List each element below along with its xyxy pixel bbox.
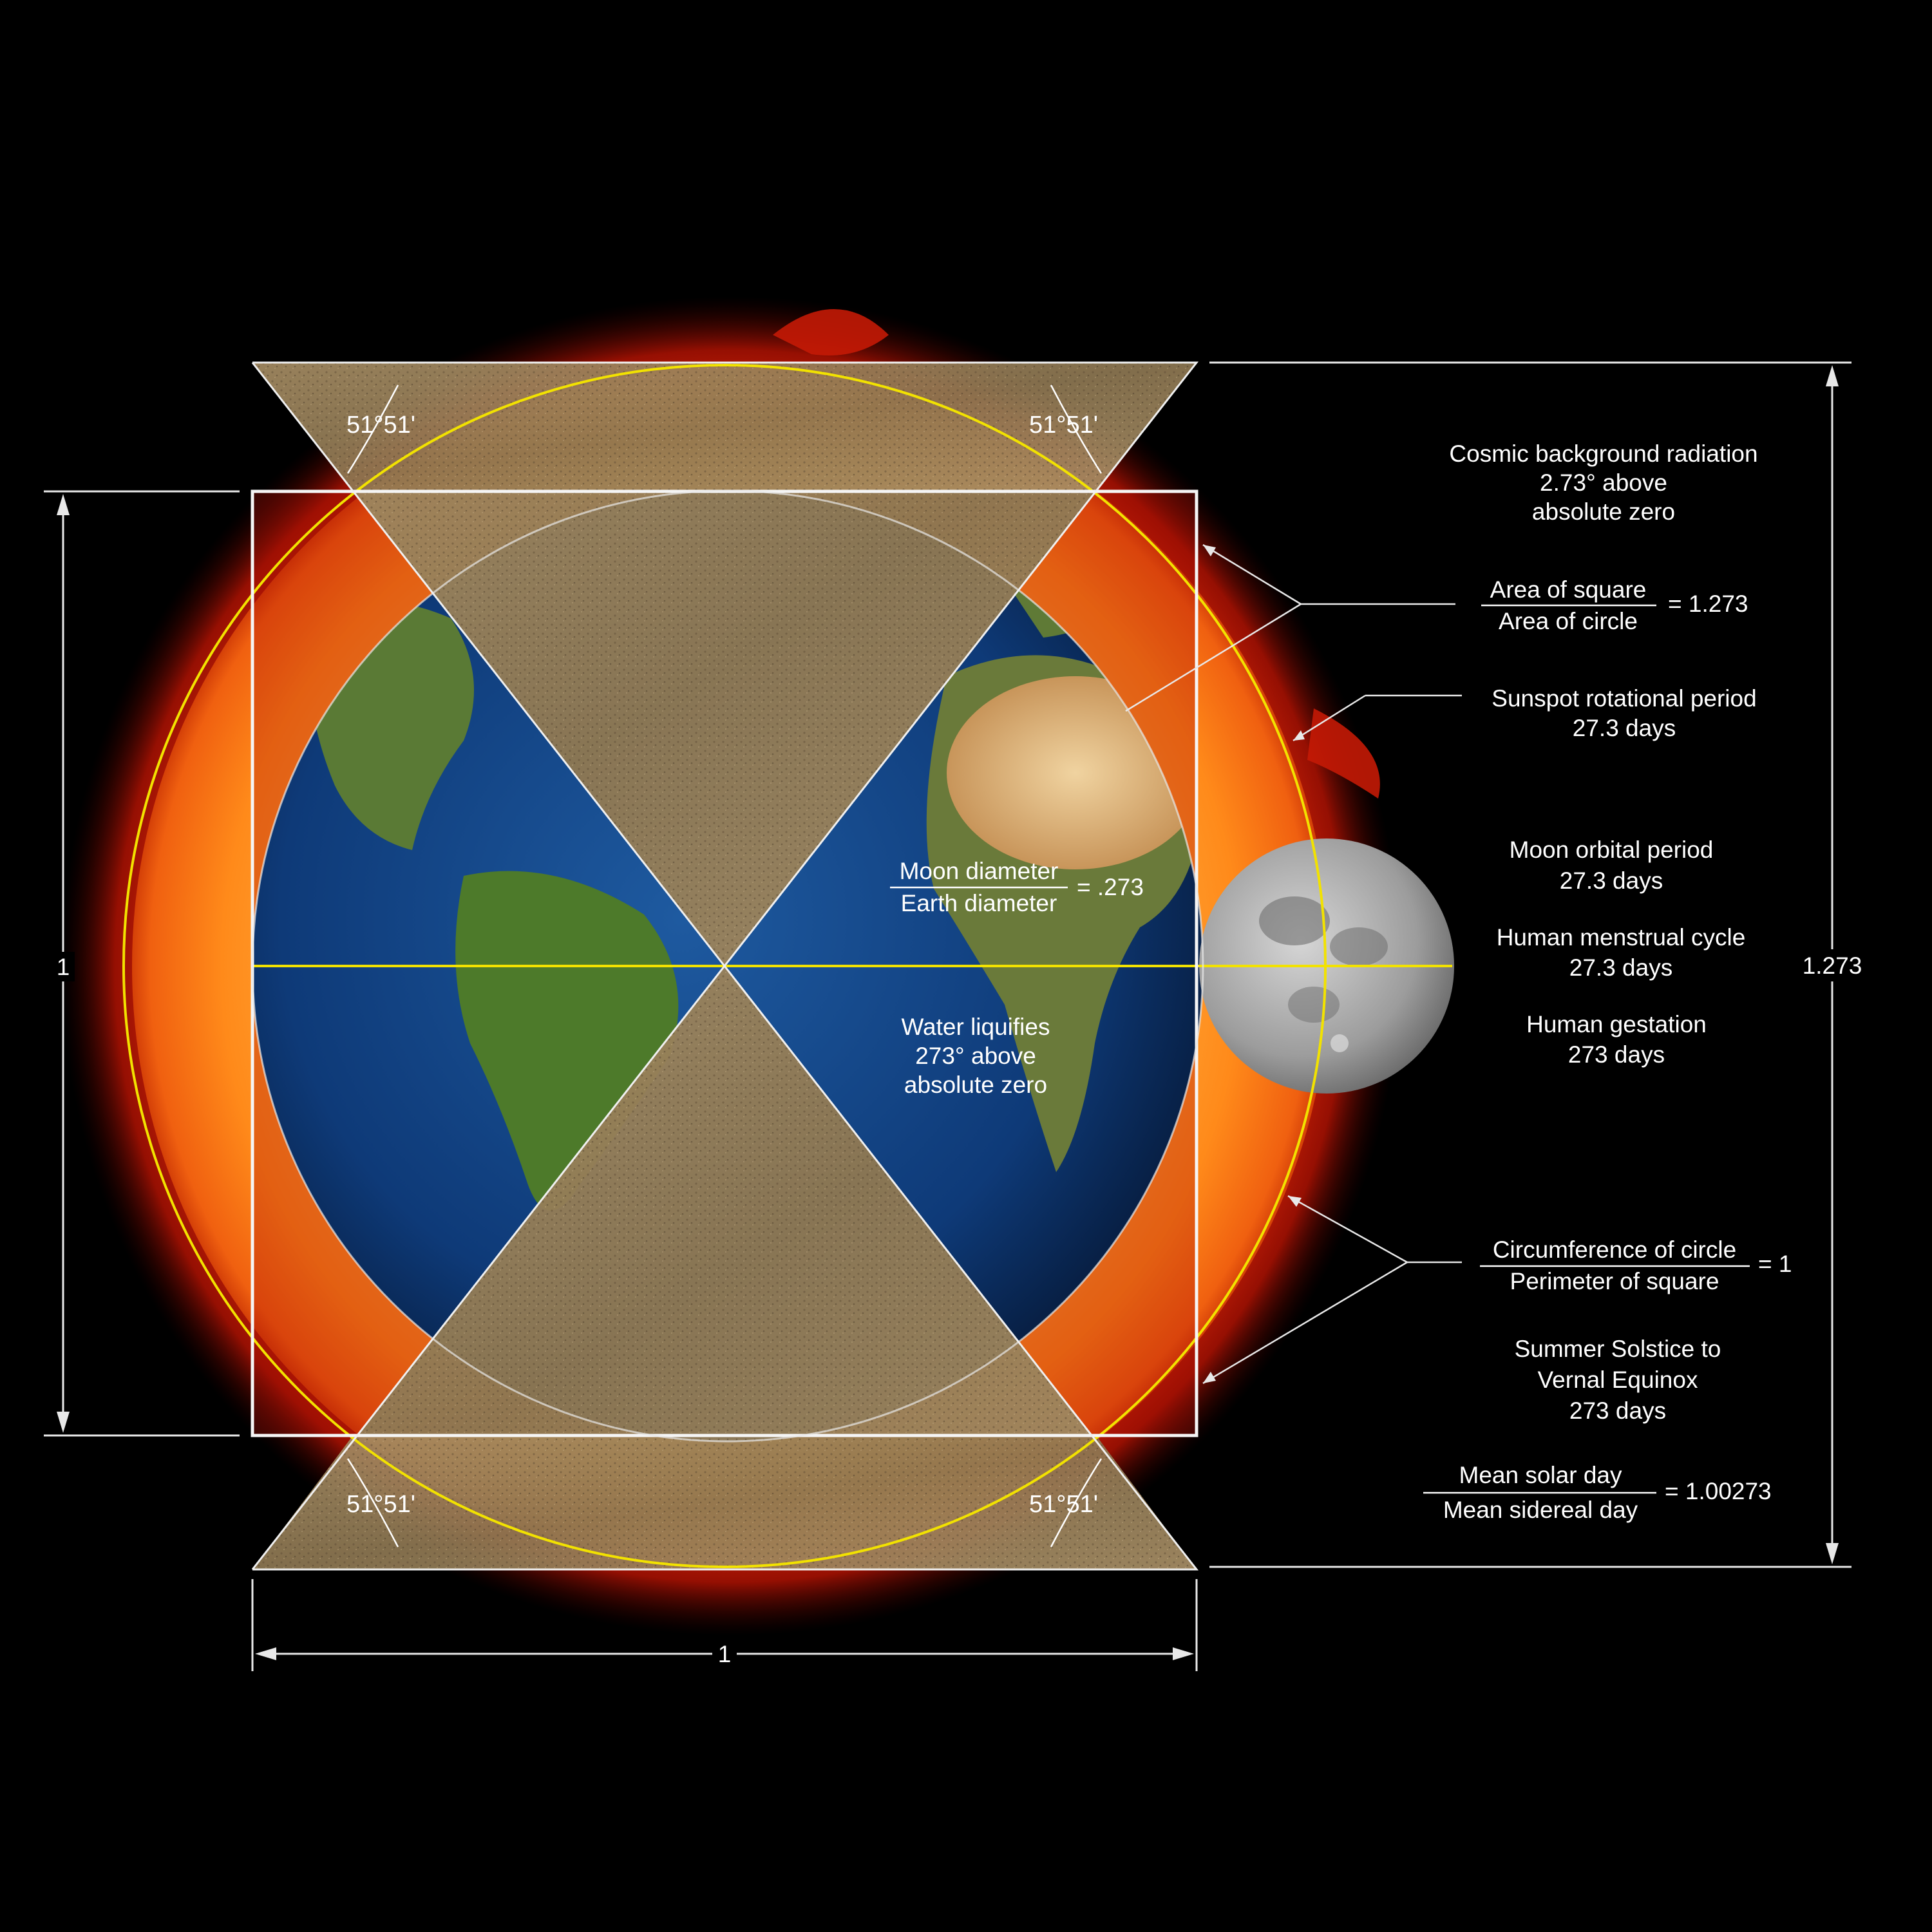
solstice-line-1: Summer Solstice to — [1515, 1336, 1721, 1362]
gestation-line-1: Human gestation — [1526, 1011, 1707, 1037]
fact-gestation: Human gestation 273 days — [1526, 1011, 1707, 1068]
moon-crater — [1331, 1034, 1349, 1052]
moon-earth-ratio: Moon diameter Earth diameter = .273 — [890, 858, 1144, 916]
fact-moon-orbit: Moon orbital period 27.3 days — [1510, 837, 1714, 894]
moon-orbit-line-2: 27.3 days — [1560, 867, 1663, 894]
solstice-line-2: Vernal Equinox — [1538, 1367, 1698, 1393]
leader-sunspot — [1293, 694, 1366, 742]
stone-triangles — [353, 491, 1096, 1435]
moon-ratio-value: = .273 — [1077, 874, 1144, 900]
fact-circumference-ratio: Circumference of circle Perimeter of squ… — [1480, 1236, 1792, 1294]
earth-outline — [251, 489, 1204, 1443]
dim-bottom-arrow-right — [1173, 1647, 1194, 1660]
fact-cosmic-radiation: Cosmic background radiation 2.73° above … — [1449, 440, 1757, 525]
leader-arrowhead — [1288, 1196, 1302, 1207]
moon-mare — [1288, 987, 1340, 1023]
dim-bottom-arrow-left — [255, 1647, 276, 1660]
stone-triangle-top-grain — [353, 491, 1096, 966]
fact-area-ratio: Area of square Area of circle = 1.273 — [1481, 576, 1748, 634]
stone-triangle-bottom-cap-grain — [252, 1435, 1197, 1569]
fact-menstrual: Human menstrual cycle 27.3 days — [1497, 924, 1746, 981]
moon-ratio-denominator: Earth diameter — [901, 890, 1057, 916]
leader-lines — [1125, 544, 1462, 1385]
water-line-2: 273° above — [915, 1043, 1036, 1069]
leader-area-to-earth — [1125, 603, 1302, 712]
menstrual-line-2: 27.3 days — [1569, 954, 1672, 981]
angle-arc-top-right — [1050, 384, 1103, 474]
leader-circ-to-circle — [1287, 1195, 1408, 1264]
area-value: = 1.273 — [1668, 591, 1748, 617]
fact-solstice: Summer Solstice to Vernal Equinox 273 da… — [1515, 1336, 1721, 1424]
triangle-outline-top — [251, 361, 1199, 968]
dimension-label-right: 1.273 — [1803, 952, 1862, 979]
menstrual-line-1: Human menstrual cycle — [1497, 924, 1746, 951]
leader-arrowhead — [1203, 545, 1216, 556]
angle-arc-bottom-left — [346, 1458, 399, 1548]
stone-triangle-bottom-grain — [357, 966, 1092, 1435]
moon-ratio-numerator: Moon diameter — [900, 858, 1059, 884]
dimension-label-left: 1 — [57, 954, 70, 980]
sunspot-line-1: Sunspot rotational period — [1492, 685, 1756, 712]
dim-right-arrow-bottom — [1826, 1543, 1839, 1564]
dim-left-arrow-top — [57, 494, 70, 515]
angle-label-bottom-left: 51°51' — [346, 1491, 415, 1518]
cosmic-line-3: absolute zero — [1532, 498, 1675, 525]
solar-numerator: Mean solar day — [1459, 1462, 1622, 1488]
angle-label-top-left: 51°51' — [346, 412, 415, 439]
water-line-1: Water liquifies — [902, 1014, 1050, 1040]
stone-triangle-top-cap-grain — [252, 363, 1197, 491]
moon-mare — [1259, 896, 1330, 945]
leader-circ-to-square — [1202, 1261, 1408, 1385]
fact-sunspot: Sunspot rotational period 27.3 days — [1492, 685, 1756, 741]
sunspot-line-2: 27.3 days — [1573, 715, 1676, 741]
angle-arc-bottom-right — [1050, 1458, 1103, 1548]
leader-area-to-square — [1202, 544, 1302, 605]
gestation-line-2: 273 days — [1568, 1041, 1665, 1068]
area-numerator: Area of square — [1490, 576, 1647, 603]
solar-value: = 1.00273 — [1665, 1478, 1772, 1504]
dimension-label-bottom: 1 — [718, 1641, 732, 1667]
south-america-landmass — [455, 871, 679, 1211]
water-note: Water liquifies 273° above absolute zero — [902, 1014, 1050, 1098]
circ-denominator: Perimeter of square — [1510, 1268, 1719, 1294]
dim-right-arrow-top — [1826, 365, 1839, 386]
cosmic-line-1: Cosmic background radiation — [1449, 440, 1757, 467]
dim-left-arrow-bottom — [57, 1412, 70, 1433]
triangle-outline-bottom — [251, 964, 1199, 1571]
area-denominator: Area of circle — [1499, 608, 1638, 634]
angle-label-bottom-right: 51°51' — [1029, 1491, 1098, 1518]
circ-value: = 1 — [1758, 1251, 1792, 1277]
leader-arrowhead — [1293, 730, 1305, 741]
circ-numerator: Circumference of circle — [1493, 1236, 1736, 1263]
fact-solar-day-ratio: Mean solar day Mean sidereal day = 1.002… — [1423, 1462, 1772, 1523]
angle-markers — [346, 384, 1103, 1548]
leader-arrowhead — [1203, 1372, 1216, 1383]
solar-denominator: Mean sidereal day — [1443, 1497, 1638, 1523]
moon-mare — [1330, 927, 1388, 966]
solar-prominence — [773, 309, 889, 355]
cosmic-line-2: 2.73° above — [1540, 469, 1667, 496]
solar-prominence — [1307, 708, 1380, 799]
angle-label-top-right: 51°51' — [1029, 412, 1098, 439]
water-line-3: absolute zero — [904, 1072, 1047, 1098]
angle-arc-top-left — [346, 384, 399, 474]
geometry-lines — [122, 361, 1452, 1571]
moon-orbit-line-1: Moon orbital period — [1510, 837, 1714, 863]
solstice-line-3: 273 days — [1569, 1397, 1666, 1424]
